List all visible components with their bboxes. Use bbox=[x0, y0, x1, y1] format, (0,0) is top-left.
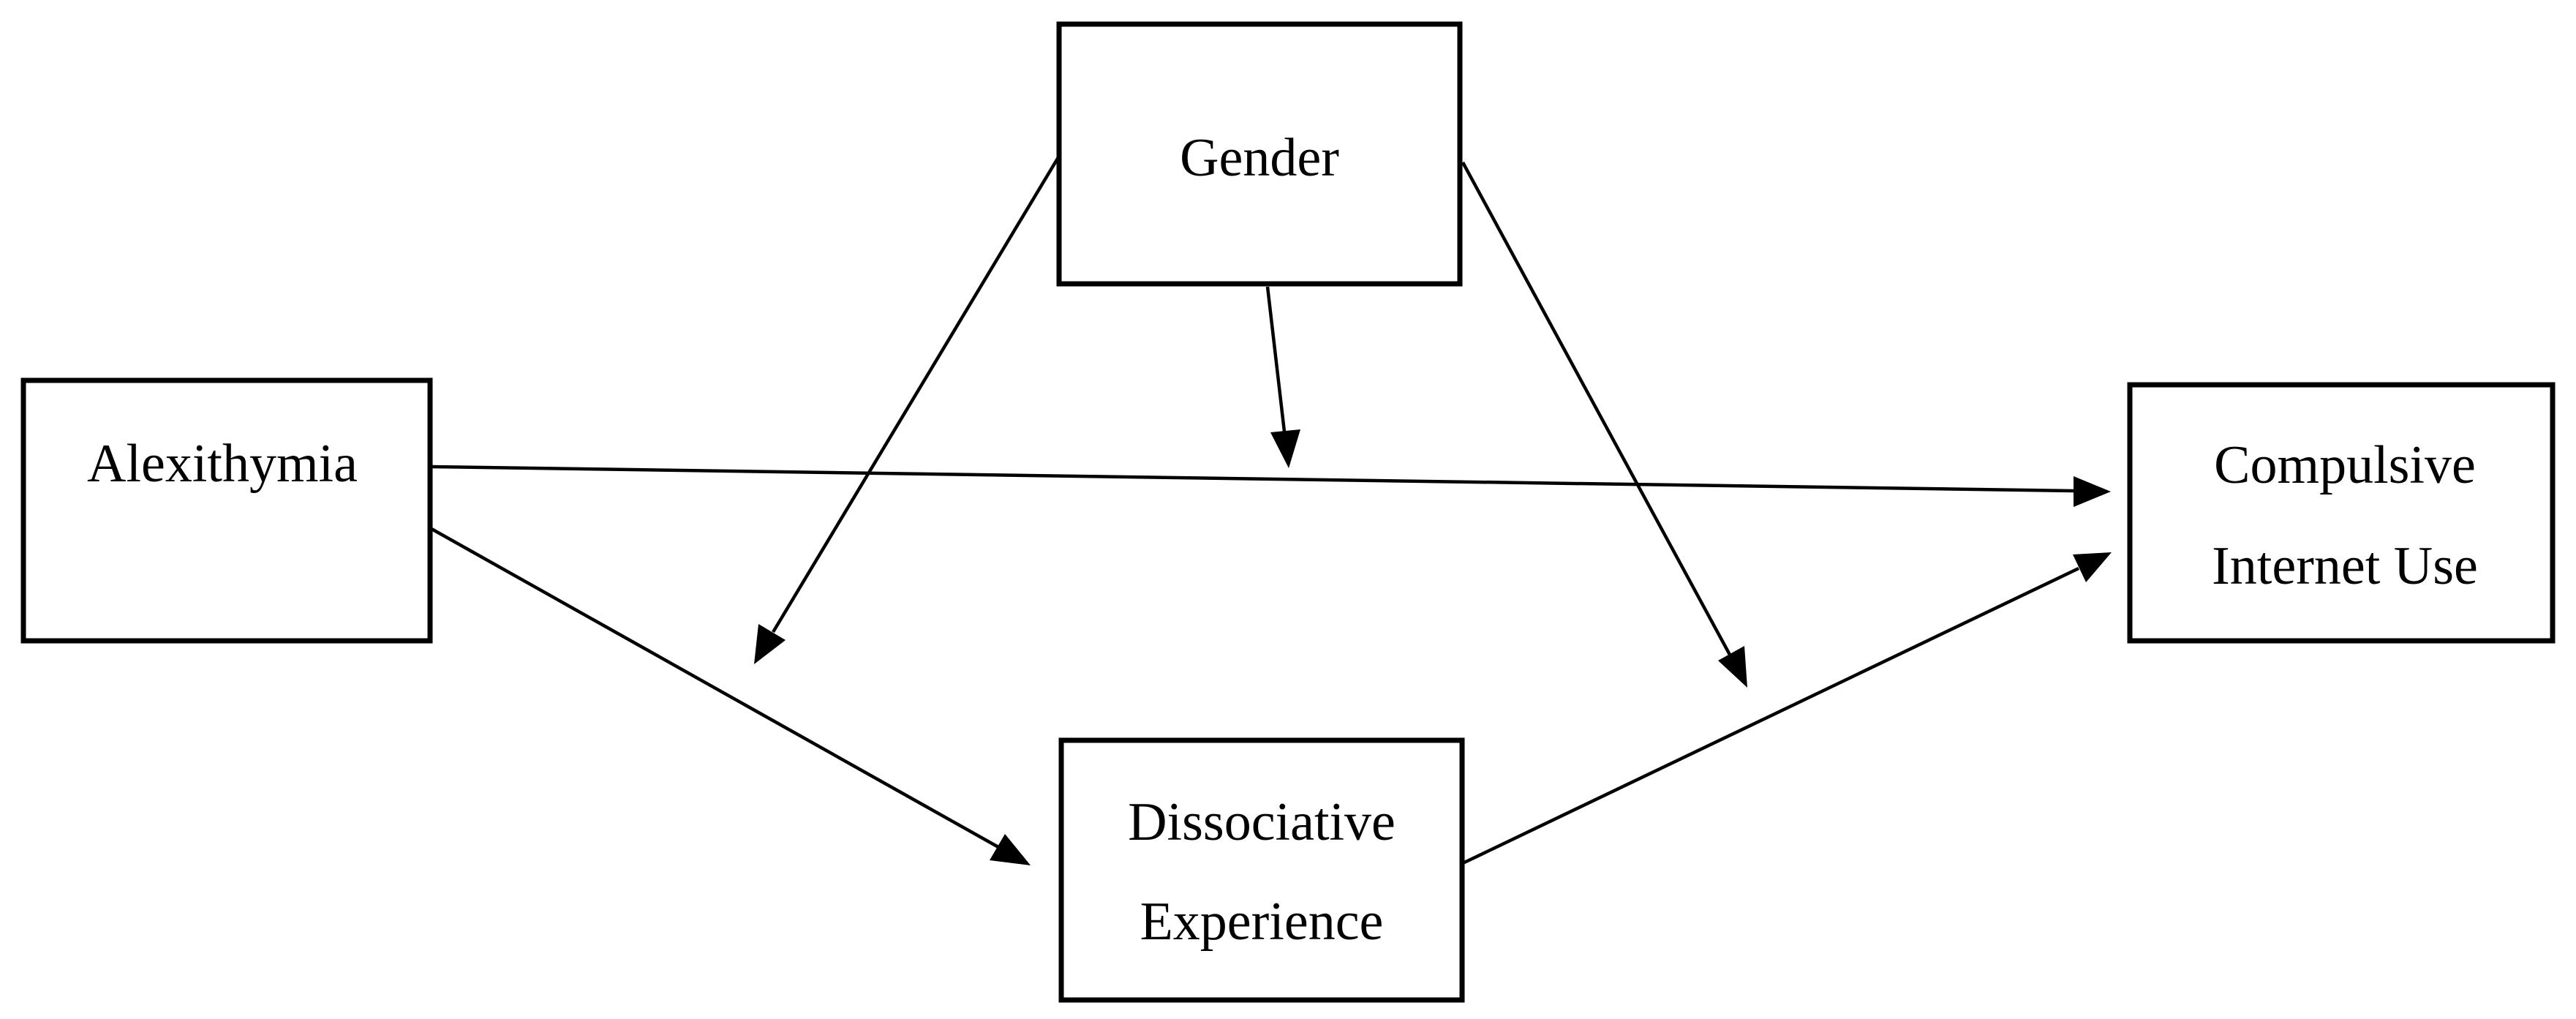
node-dissociative-experience: Dissociative Experience bbox=[1058, 737, 1465, 1003]
alexithymia-label: Alexithymia bbox=[87, 434, 358, 494]
gender-label: Gender bbox=[1180, 128, 1339, 188]
node-gender: Gender bbox=[1056, 21, 1463, 287]
edge-dissociative-experience-to-compulsive-internet-use bbox=[1462, 552, 2112, 865]
compulsive-internet-use-box bbox=[2127, 382, 2556, 644]
gender-box bbox=[1056, 21, 1463, 287]
edge-gender-moderates-direct-path bbox=[1265, 286, 1300, 468]
edge-gender-moderates-b-path bbox=[1461, 161, 1747, 688]
compulsive-internet-use-label-line2: Internet Use bbox=[2212, 536, 2478, 596]
dissociative-experience-box bbox=[1058, 737, 1465, 1003]
node-alexithymia: Alexithymia bbox=[20, 377, 433, 644]
edge-alexithymia-to-dissociative-experience bbox=[430, 527, 1031, 865]
edge-gender-moderates-a-path bbox=[754, 156, 1060, 664]
dissociative-experience-label-line2: Experience bbox=[1140, 892, 1384, 952]
compulsive-internet-use-label-line1: Compulsive bbox=[2214, 435, 2476, 495]
dissociative-experience-label-line1: Dissociative bbox=[1128, 792, 1396, 852]
edge-alexithymia-to-compulsive-internet-use bbox=[431, 465, 2111, 507]
alexithymia-box bbox=[20, 377, 433, 644]
node-compulsive-internet-use: Compulsive Internet Use bbox=[2127, 382, 2556, 644]
